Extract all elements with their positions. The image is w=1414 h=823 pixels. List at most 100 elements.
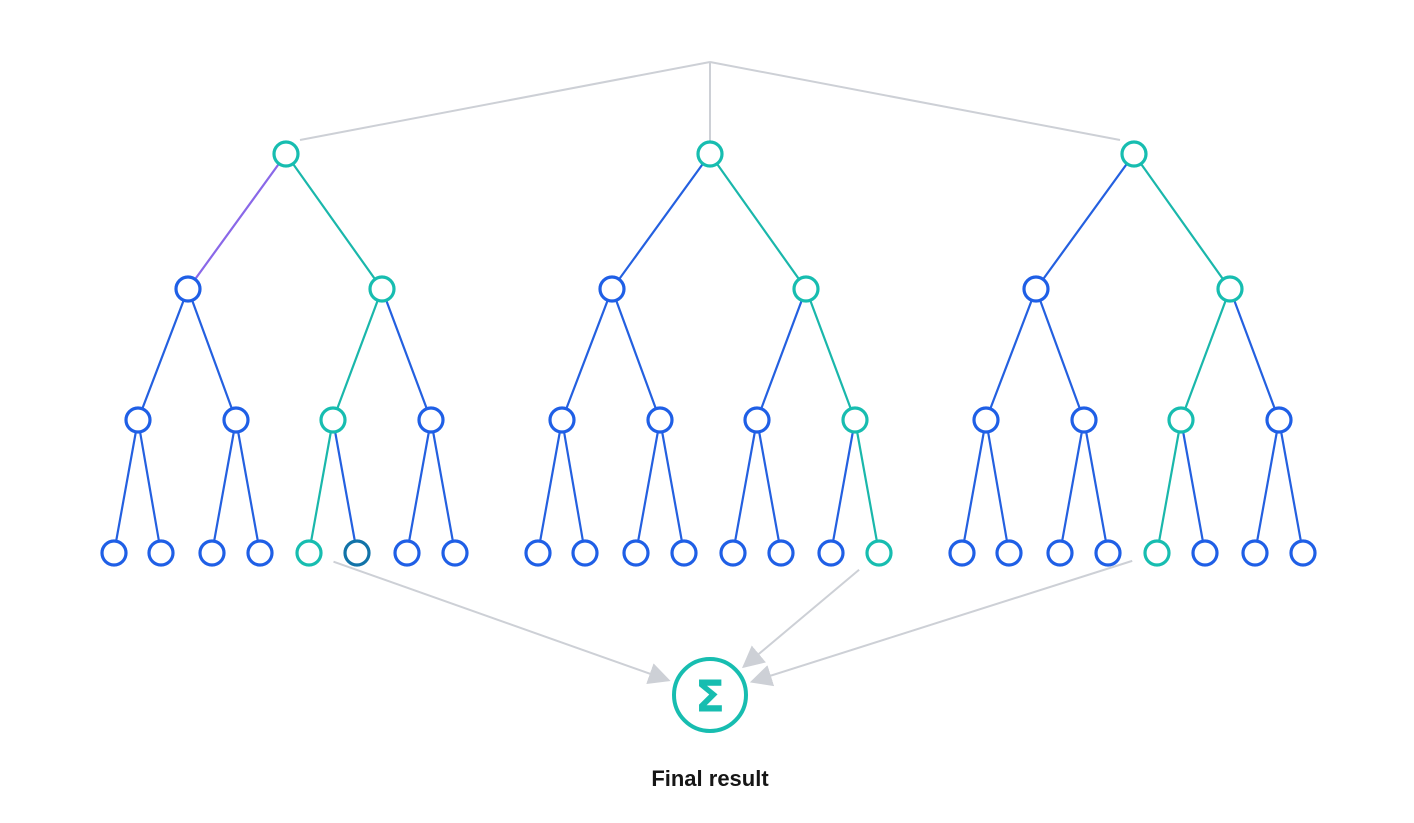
tree-node bbox=[743, 406, 771, 434]
tree-edge bbox=[560, 287, 614, 422]
tree-node bbox=[174, 275, 202, 303]
tree-edge bbox=[186, 152, 288, 291]
leaf-node bbox=[719, 539, 747, 567]
leaf-node bbox=[147, 539, 175, 567]
tree-node bbox=[1022, 275, 1050, 303]
root-connector-line bbox=[299, 61, 711, 141]
leaf-node bbox=[1046, 539, 1074, 567]
trees-layer bbox=[100, 140, 1317, 567]
tree-edge bbox=[984, 287, 1038, 422]
leaf-node bbox=[1094, 539, 1122, 567]
tree-node bbox=[646, 406, 674, 434]
result-arrow bbox=[742, 568, 860, 669]
sum-icon: Σ bbox=[695, 672, 725, 723]
tree-edge bbox=[284, 152, 384, 291]
tree-node bbox=[124, 406, 152, 434]
tree-node bbox=[1167, 406, 1195, 434]
tree-edge bbox=[331, 287, 384, 422]
tree-node bbox=[792, 275, 820, 303]
tree-edge bbox=[708, 152, 808, 291]
tree-nodes bbox=[948, 140, 1317, 567]
leaf-node bbox=[1191, 539, 1219, 567]
final-result-label: Final result bbox=[651, 766, 769, 791]
tree-node bbox=[1070, 406, 1098, 434]
tree-node bbox=[417, 406, 445, 434]
tree-edge bbox=[610, 152, 712, 291]
tree-edge bbox=[731, 418, 759, 555]
tree-edge bbox=[186, 287, 238, 422]
tree-edge bbox=[755, 418, 783, 555]
tree-edge bbox=[331, 418, 359, 555]
tree-node bbox=[972, 406, 1000, 434]
tree-edge bbox=[405, 418, 433, 555]
tree-edge bbox=[112, 418, 140, 555]
tree-node bbox=[841, 406, 869, 434]
result-arrow bbox=[749, 559, 1133, 687]
leaf-node bbox=[995, 539, 1023, 567]
tree-edge bbox=[1179, 418, 1207, 555]
tree-edge bbox=[1253, 418, 1281, 555]
leaf-node bbox=[441, 539, 469, 567]
leaf-node bbox=[817, 539, 845, 567]
tree-edge bbox=[853, 418, 881, 555]
leaf-node bbox=[100, 539, 128, 567]
decision-tree bbox=[524, 140, 893, 567]
tree-edge bbox=[829, 418, 857, 555]
leaf-node bbox=[865, 539, 893, 567]
tree-edge bbox=[1228, 287, 1281, 422]
tree-edge bbox=[210, 418, 238, 555]
tree-edge bbox=[1082, 418, 1110, 555]
tree-edge bbox=[658, 418, 686, 555]
result-arrow bbox=[333, 560, 671, 685]
tree-edge bbox=[560, 418, 587, 555]
leaf-node bbox=[1143, 539, 1171, 567]
root-connector-line bbox=[709, 61, 1121, 141]
tree-edge bbox=[755, 287, 808, 422]
tree-root-node bbox=[272, 140, 300, 168]
tree-edge bbox=[1058, 418, 1086, 555]
leaf-node bbox=[343, 539, 371, 567]
tree-edge bbox=[380, 287, 433, 422]
sum-circle bbox=[672, 657, 748, 733]
tree-edge bbox=[960, 418, 988, 555]
tree-edges bbox=[536, 152, 881, 555]
tree-node bbox=[319, 406, 347, 434]
leaf-node bbox=[246, 539, 274, 567]
tree-edge bbox=[634, 418, 662, 555]
leaf-node bbox=[198, 539, 226, 567]
leaf-node bbox=[524, 539, 552, 567]
leaf-node bbox=[622, 539, 650, 567]
leaf-node bbox=[767, 539, 795, 567]
tree-node bbox=[1265, 406, 1293, 434]
leaf-node bbox=[393, 539, 421, 567]
tree-edge bbox=[1034, 287, 1086, 422]
result-connectors bbox=[333, 559, 1133, 687]
tree-node bbox=[1216, 275, 1244, 303]
root-connectors bbox=[299, 61, 1121, 142]
tree-edge bbox=[984, 418, 1011, 555]
tree-node bbox=[368, 275, 396, 303]
decision-tree bbox=[100, 140, 469, 567]
leaf-node bbox=[1289, 539, 1317, 567]
leaf-node bbox=[948, 539, 976, 567]
tree-edge bbox=[136, 287, 190, 422]
tree-node bbox=[598, 275, 626, 303]
tree-edge bbox=[429, 418, 457, 555]
tree-edge bbox=[307, 418, 335, 555]
tree-root-node bbox=[1120, 140, 1148, 168]
tree-edge bbox=[1034, 152, 1136, 291]
leaf-node bbox=[571, 539, 599, 567]
tree-node bbox=[548, 406, 576, 434]
tree-edge bbox=[804, 287, 857, 422]
tree-edge bbox=[610, 287, 662, 422]
tree-edge bbox=[1179, 287, 1232, 422]
aggregator: Σ Final result bbox=[651, 657, 769, 791]
leaf-node bbox=[295, 539, 323, 567]
tree-edge bbox=[234, 418, 262, 555]
tree-edge bbox=[1132, 152, 1232, 291]
leaf-node bbox=[1241, 539, 1269, 567]
tree-edge bbox=[1277, 418, 1305, 555]
tree-nodes bbox=[100, 140, 469, 567]
decision-tree bbox=[948, 140, 1317, 567]
